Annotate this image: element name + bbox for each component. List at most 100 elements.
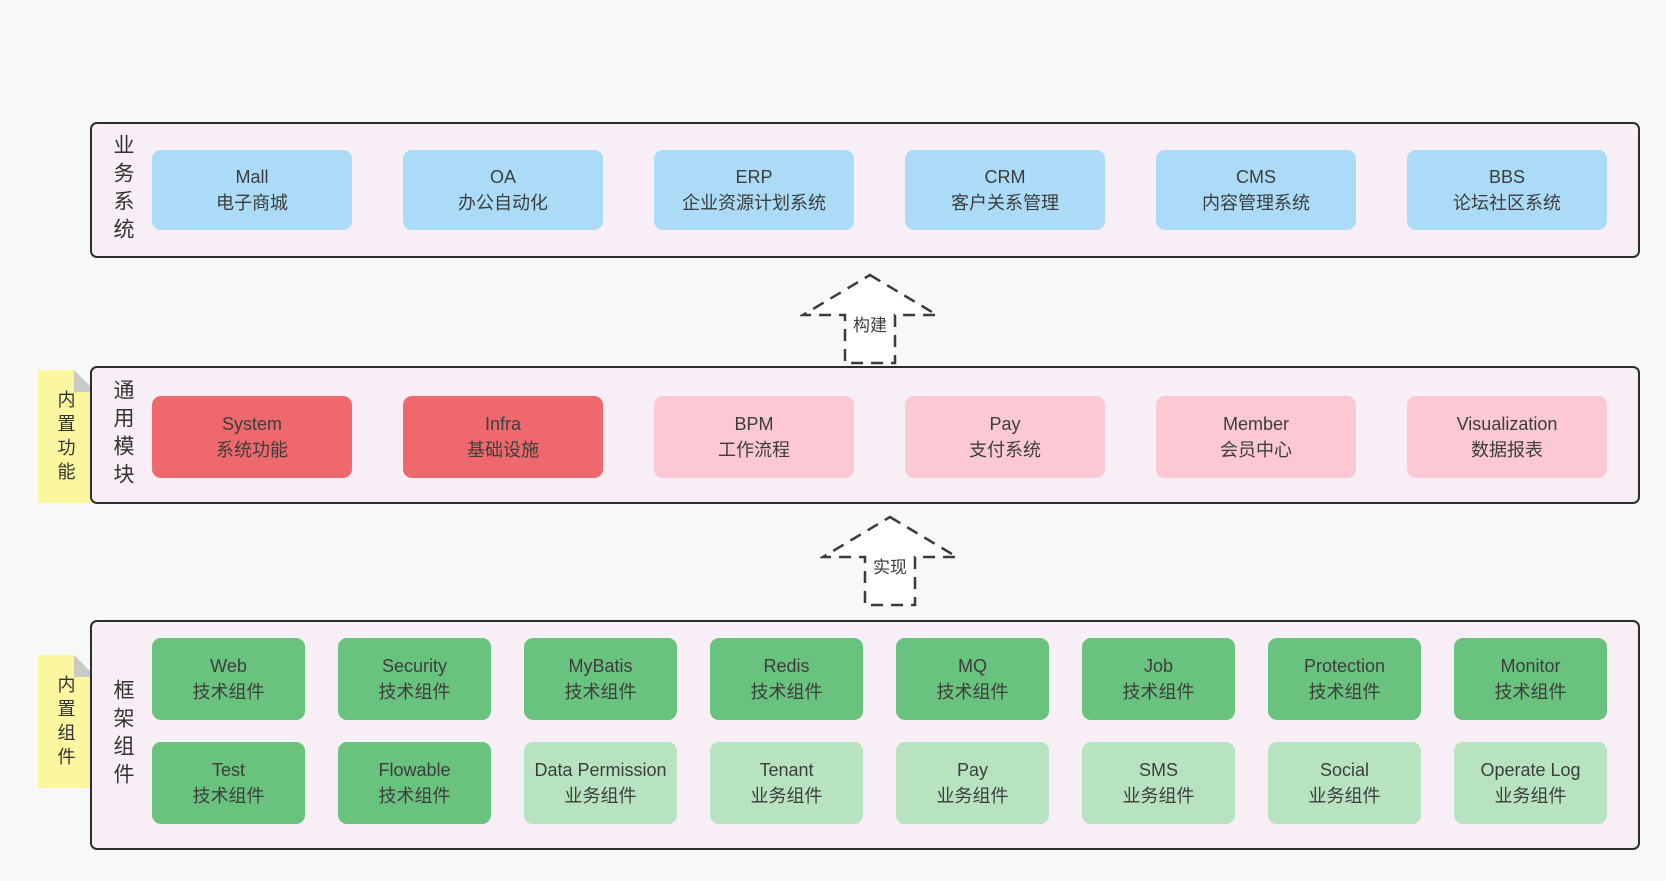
box-bbs: BBS 论坛社区系统	[1407, 150, 1607, 230]
box-title: Social	[1319, 760, 1370, 780]
box-subtitle: 业务组件	[564, 786, 637, 806]
box-subtitle: 业务组件	[1494, 786, 1567, 806]
box-social: Social 业务组件	[1268, 742, 1421, 824]
box-tenant: Tenant 业务组件	[710, 742, 863, 824]
arrow-label-build: 构建	[853, 316, 887, 335]
arrow-outline	[800, 273, 940, 365]
box-infra: Infra 基础设施	[403, 396, 603, 478]
box-subtitle: 工作流程	[718, 440, 790, 460]
box-mybatis: MyBatis 技术组件	[524, 638, 677, 720]
band-label-common-modules: 通用模块	[111, 379, 134, 491]
box-subtitle: 业务组件	[750, 786, 823, 806]
box-test: Test 技术组件	[152, 742, 305, 824]
sticky-note-label: 内置功能	[55, 390, 76, 486]
band-label-business-systems: 业务系统	[111, 134, 134, 246]
box-title: Pay	[989, 414, 1021, 434]
box-subtitle: 技术组件	[192, 682, 265, 702]
box-cms: CMS 内容管理系统	[1156, 150, 1356, 230]
box-operate-log: Operate Log 业务组件	[1454, 742, 1607, 824]
sticky-note-paper	[38, 370, 96, 503]
arrow-outline	[820, 515, 960, 607]
box-subtitle: 技术组件	[936, 682, 1009, 702]
box-title: Tenant	[759, 760, 814, 780]
box-subtitle: 技术组件	[1122, 682, 1195, 702]
box-monitor: Monitor 技术组件	[1454, 638, 1607, 720]
band-common-modules: 通用模块 System 系统功能 Infra 基础设施 BPM 工作流程 Pay…	[90, 366, 1640, 504]
box-title: Redis	[763, 656, 810, 676]
box-crm: CRM 客户关系管理	[905, 150, 1105, 230]
box-pay-system: Pay 支付系统	[905, 396, 1105, 478]
band-label-framework-components: 框架组件	[111, 679, 134, 791]
box-subtitle: 业务组件	[1308, 786, 1381, 806]
box-title: Data Permission	[534, 760, 667, 780]
box-title: BPM	[734, 414, 774, 434]
box-subtitle: 技术组件	[750, 682, 823, 702]
box-title: Monitor	[1500, 656, 1561, 676]
box-title: Security	[381, 656, 448, 676]
sticky-note-built-in-components: 内置组件	[38, 655, 96, 788]
sticky-note-label: 内置组件	[55, 675, 76, 771]
box-title: Operate Log	[1480, 760, 1581, 780]
box-title: ERP	[735, 167, 773, 187]
box-system: System 系统功能	[152, 396, 352, 478]
box-title: SMS	[1138, 760, 1178, 780]
box-subtitle: 技术组件	[564, 682, 637, 702]
box-subtitle: 内容管理系统	[1202, 193, 1310, 213]
sticky-note-built-in-functions: 内置功能	[38, 370, 96, 503]
box-data-permission: Data Permission 业务组件	[524, 742, 677, 824]
box-subtitle: 技术组件	[192, 786, 265, 806]
box-mall: Mall 电子商城	[152, 150, 352, 230]
arrow-label-implement: 实现	[873, 558, 907, 577]
box-bpm: BPM 工作流程	[654, 396, 854, 478]
box-subtitle: 数据报表	[1471, 440, 1543, 460]
box-subtitle: 业务组件	[1122, 786, 1195, 806]
box-title: MQ	[958, 656, 987, 676]
box-title: Job	[1143, 656, 1174, 676]
dashed-up-arrow-build: 构建	[800, 273, 940, 365]
box-title: Flowable	[378, 760, 451, 780]
box-title: Infra	[484, 414, 522, 434]
box-protection: Protection 技术组件	[1268, 638, 1421, 720]
band-business-systems: 业务系统 Mall 电子商城 OA 办公自动化 ERP 企业资源计划系统 CRM…	[90, 122, 1640, 258]
band-framework-components: 框架组件 Web 技术组件 Security 技术组件 MyBatis 技术组件…	[90, 620, 1640, 850]
box-subtitle: 会员中心	[1220, 440, 1292, 460]
box-redis: Redis 技术组件	[710, 638, 863, 720]
box-subtitle: 客户关系管理	[951, 193, 1059, 213]
box-subtitle: 办公自动化	[458, 193, 548, 213]
box-title: BBS	[1488, 167, 1526, 187]
box-security: Security 技术组件	[338, 638, 491, 720]
box-title: Visualization	[1456, 414, 1558, 434]
box-subtitle: 基础设施	[467, 440, 539, 460]
dashed-up-arrow-implement: 实现	[820, 515, 960, 607]
box-title: CRM	[984, 167, 1026, 187]
box-sms: SMS 业务组件	[1082, 742, 1235, 824]
box-visualization: Visualization 数据报表	[1407, 396, 1607, 478]
box-subtitle: 技术组件	[1494, 682, 1567, 702]
box-title: System	[221, 414, 282, 434]
box-title: Mall	[235, 167, 269, 187]
box-flowable: Flowable 技术组件	[338, 742, 491, 824]
box-mq: MQ 技术组件	[896, 638, 1049, 720]
box-erp: ERP 企业资源计划系统	[654, 150, 854, 230]
box-subtitle: 电子商城	[216, 193, 288, 213]
box-subtitle: 支付系统	[969, 440, 1041, 460]
box-title: CMS	[1236, 167, 1276, 187]
box-title: OA	[489, 167, 516, 187]
box-member: Member 会员中心	[1156, 396, 1356, 478]
box-title: Protection	[1303, 656, 1386, 676]
box-title: MyBatis	[568, 656, 633, 676]
box-subtitle: 技术组件	[378, 682, 451, 702]
box-title: Member	[1222, 414, 1289, 434]
box-job: Job 技术组件	[1082, 638, 1235, 720]
box-oa: OA 办公自动化	[403, 150, 603, 230]
box-title: Web	[210, 656, 247, 676]
box-web: Web 技术组件	[152, 638, 305, 720]
box-subtitle: 论坛社区系统	[1453, 193, 1561, 213]
box-subtitle: 技术组件	[1308, 682, 1381, 702]
sticky-note-paper	[38, 655, 96, 788]
box-pay-component: Pay 业务组件	[896, 742, 1049, 824]
box-title: Test	[211, 760, 245, 780]
box-subtitle: 技术组件	[378, 786, 451, 806]
box-subtitle: 企业资源计划系统	[682, 193, 826, 213]
